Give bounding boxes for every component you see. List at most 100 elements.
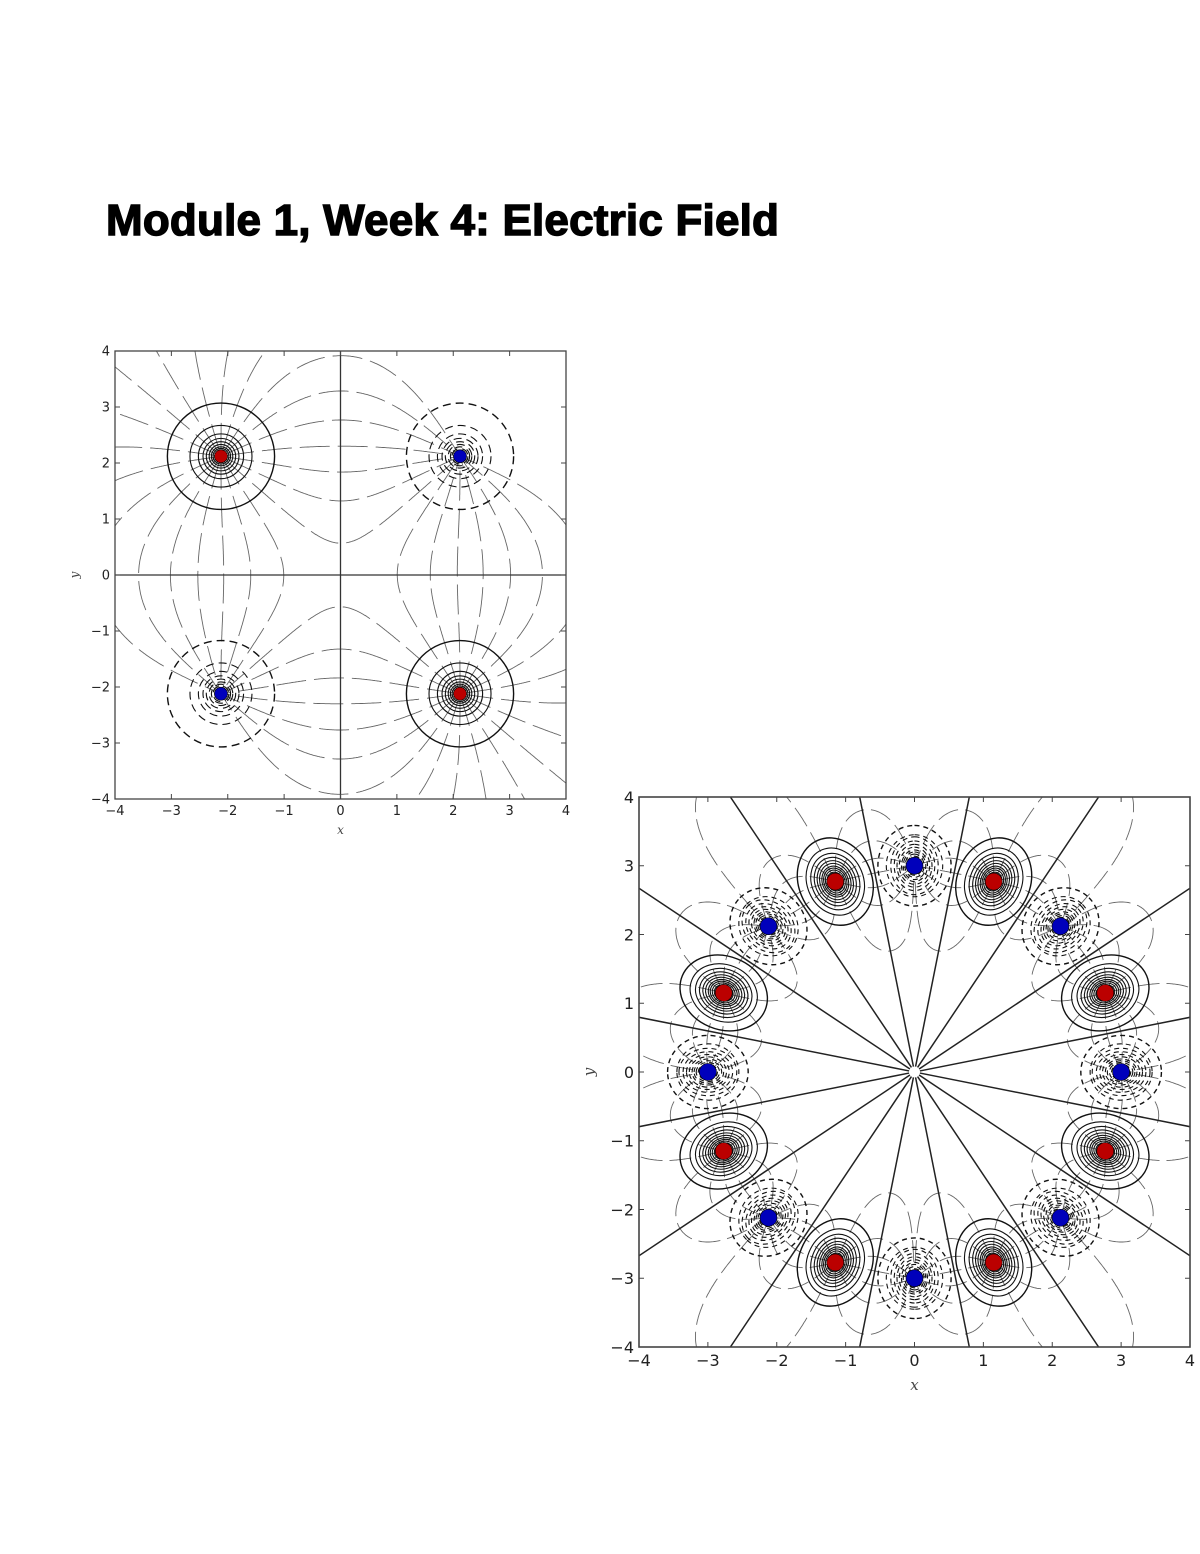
- equipotential-negative: [757, 1206, 780, 1230]
- equipotential-positive: [963, 1228, 1024, 1297]
- equipotential-negative: [428, 424, 492, 488]
- x-tick-label: −4: [105, 804, 124, 819]
- equipotential-negative: [691, 1058, 725, 1086]
- plot-area: [639, 797, 1190, 1347]
- equipotential-negative: [695, 1061, 721, 1083]
- equipotential-negative: [1089, 1043, 1153, 1101]
- equipotential-negative: [210, 683, 232, 704]
- field-line: [1062, 1153, 1154, 1243]
- equipotential-positive: [702, 1132, 746, 1170]
- equipotential-negative: [1021, 887, 1100, 966]
- equipotential-positive: [824, 869, 846, 894]
- equipotential-positive: [805, 847, 866, 916]
- y-tick-label: −2: [610, 1200, 634, 1219]
- equipotential-positive: [805, 1228, 866, 1297]
- equipotential-negative: [902, 851, 927, 881]
- y-tick-label: 0: [624, 1063, 634, 1082]
- equipotential-negative: [898, 846, 931, 885]
- equipotential-positive: [810, 852, 861, 911]
- equipotential-positive: [709, 980, 738, 1006]
- equipotential-negative: [896, 843, 933, 888]
- equipotential-positive: [821, 865, 850, 898]
- separatrix-line: [729, 797, 913, 1068]
- equipotential-positive: [1093, 1140, 1118, 1162]
- field-line: [460, 696, 487, 799]
- equipotential-positive: [1093, 982, 1118, 1004]
- field-line: [1055, 1151, 1102, 1216]
- y-tick-label: 0: [102, 569, 110, 584]
- equipotential-positive: [205, 441, 237, 472]
- y-tick-label: −1: [91, 625, 110, 640]
- equipotential-positive: [824, 1250, 846, 1275]
- equipotential-negative: [904, 1265, 925, 1291]
- equipotential-positive: [702, 974, 746, 1012]
- equipotential-negative: [741, 899, 796, 954]
- x-tick-label: 0: [909, 1351, 919, 1370]
- equipotential-negative: [189, 662, 253, 726]
- field-line: [223, 390, 459, 456]
- equipotential-negative: [676, 1043, 740, 1101]
- equipotential-positive: [821, 1246, 850, 1279]
- equipotential-positive: [818, 1243, 852, 1282]
- equipotential-negative: [1030, 1187, 1091, 1248]
- equipotential-positive: [963, 847, 1024, 916]
- y-axis-label: y: [580, 1067, 598, 1077]
- equipotential-positive: [694, 1125, 753, 1177]
- field-line: [1061, 1154, 1104, 1217]
- equipotential-positive: [977, 862, 1011, 901]
- y-tick-label: −3: [610, 1269, 634, 1288]
- y-tick-label: −4: [610, 1338, 634, 1357]
- equipotential-positive: [979, 1246, 1008, 1279]
- separatrix-line: [914, 797, 971, 1067]
- equipotential-negative: [447, 443, 473, 469]
- field-line: [997, 1219, 1060, 1262]
- equipotential-positive: [983, 869, 1005, 894]
- field-line: [194, 351, 221, 454]
- field-line: [839, 865, 913, 882]
- equipotential-positive: [955, 1218, 1033, 1307]
- equipotential-negative: [741, 1190, 796, 1245]
- equipotential-negative: [885, 1246, 944, 1310]
- equipotential-positive: [212, 447, 230, 465]
- page-title: Module 1, Week 4: Electric Field: [105, 195, 780, 245]
- equipotential-negative: [1049, 1206, 1072, 1230]
- equipotential-negative: [902, 1263, 927, 1293]
- field-line: [675, 1153, 767, 1243]
- equipotential-positive: [208, 443, 234, 469]
- x-tick-label: 4: [1185, 1351, 1195, 1370]
- field-line: [916, 1262, 990, 1279]
- equipotential-positive: [816, 1241, 854, 1284]
- equipotential-positive: [689, 963, 758, 1023]
- equipotential-negative: [900, 849, 929, 883]
- equipotential-negative: [877, 824, 952, 907]
- field-line: [993, 885, 1059, 941]
- field-line: [839, 1262, 913, 1279]
- field-line: [836, 840, 914, 879]
- equipotential-negative: [755, 1204, 782, 1231]
- equipotential-positive: [796, 1218, 874, 1307]
- negative-charge-marker: [1051, 1208, 1070, 1227]
- field-line: [138, 458, 220, 693]
- x-tick-label: −2: [765, 1351, 789, 1370]
- equipotential-positive: [810, 1233, 861, 1292]
- equipotential-negative: [745, 1194, 792, 1241]
- equipotential-positive: [197, 433, 245, 480]
- equipotential-negative: [682, 1051, 734, 1093]
- field-line: [915, 840, 993, 879]
- equipotential-positive: [709, 1138, 738, 1164]
- equipotential-positive: [679, 1112, 769, 1190]
- equipotential-negative: [1045, 1202, 1076, 1233]
- equipotential-positive: [705, 1134, 743, 1168]
- field-line: [996, 854, 1071, 924]
- field-line: [462, 695, 566, 784]
- equipotential-positive: [1089, 978, 1122, 1007]
- equipotential-negative: [1049, 914, 1072, 938]
- field-line: [996, 1218, 1059, 1261]
- field-line: [461, 456, 566, 693]
- equipotential-positive: [451, 685, 469, 703]
- field-line: [462, 694, 566, 738]
- equipotential-negative: [1091, 1047, 1151, 1097]
- equipotential-positive: [972, 856, 1016, 907]
- equipotential-negative: [1033, 899, 1088, 954]
